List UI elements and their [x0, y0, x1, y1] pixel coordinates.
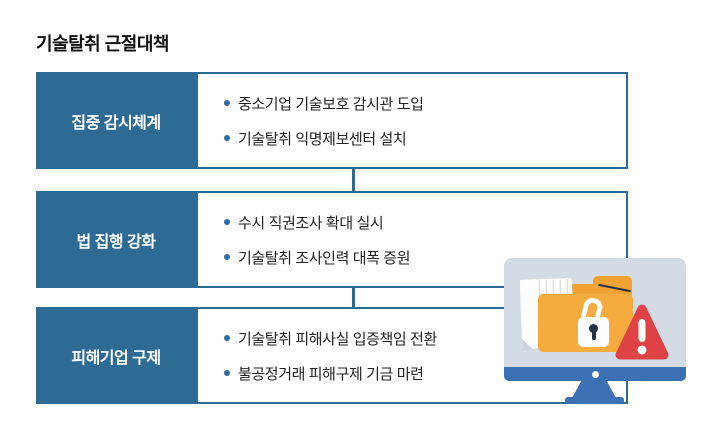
- monitor-illustration: [504, 258, 686, 407]
- list-item-text: 불공정거래 피해구제 기금 마련: [238, 365, 424, 383]
- list-item: 기술탈취 피해사실 입증책임 전환: [224, 328, 626, 349]
- content-box-surveillance: 중소기업 기술보호 감시관 도입 기술탈취 익명제보센터 설치: [196, 72, 628, 169]
- bullet-dot-icon: [224, 100, 230, 106]
- list-item-text: 기술탈취 익명제보센터 설치: [238, 130, 407, 148]
- row-enforcement: 법 집행 강화 수시 직권조사 확대 실시 기술탈취 조사인력 대폭 증원: [36, 191, 628, 288]
- category-label: 법 집행 강화: [76, 233, 157, 251]
- category-box-remedy: 피해기업 구제: [36, 307, 196, 404]
- category-label: 피해기업 구제: [71, 349, 161, 367]
- list-item: 기술탈취 익명제보센터 설치: [224, 128, 626, 149]
- monitor-base: [565, 397, 624, 404]
- category-box-surveillance: 집중 감시체계: [36, 72, 196, 169]
- bullet-dot-icon: [224, 335, 230, 341]
- category-label: 집중 감시체계: [71, 114, 161, 132]
- vertical-connector: [352, 286, 355, 310]
- content-box-enforcement: 수시 직권조사 확대 실시 기술탈취 조사인력 대폭 증원: [196, 191, 628, 288]
- monitor-stand: [572, 381, 616, 398]
- list-item-text: 기술탈취 조사인력 대폭 증원: [238, 249, 411, 267]
- list-item: 수시 직권조사 확대 실시: [224, 212, 626, 233]
- bullet-dot-icon: [224, 370, 230, 376]
- list-item-text: 중소기업 기술보호 감시관 도입: [238, 95, 424, 113]
- page-title: 기술탈취 근절대책: [36, 34, 169, 54]
- bullet-dot-icon: [224, 135, 230, 141]
- list-item: 기술탈취 조사인력 대폭 증원: [224, 247, 626, 268]
- list-item-text: 수시 직권조사 확대 실시: [238, 214, 384, 232]
- bullet-dot-icon: [224, 219, 230, 225]
- list-item-text: 기술탈취 피해사실 입증책임 전환: [238, 330, 437, 348]
- list-item: 중소기업 기술보호 감시관 도입: [224, 93, 626, 114]
- vertical-connector: [352, 169, 355, 194]
- keyhole-icon: [589, 324, 598, 333]
- keyhole-stem: [591, 330, 596, 340]
- document-fold: [522, 338, 534, 350]
- row-surveillance: 집중 감시체계 중소기업 기술보호 감시관 도입 기술탈취 익명제보센터 설치: [36, 72, 628, 169]
- warning-triangle-icon: [615, 304, 669, 360]
- monitor-button-dot: [592, 370, 599, 378]
- monitor-screen: [504, 258, 686, 367]
- list-item: 불공정거래 피해구제 기금 마련: [224, 363, 626, 384]
- bullet-dot-icon: [224, 254, 230, 260]
- category-box-enforcement: 법 집행 강화: [36, 191, 196, 288]
